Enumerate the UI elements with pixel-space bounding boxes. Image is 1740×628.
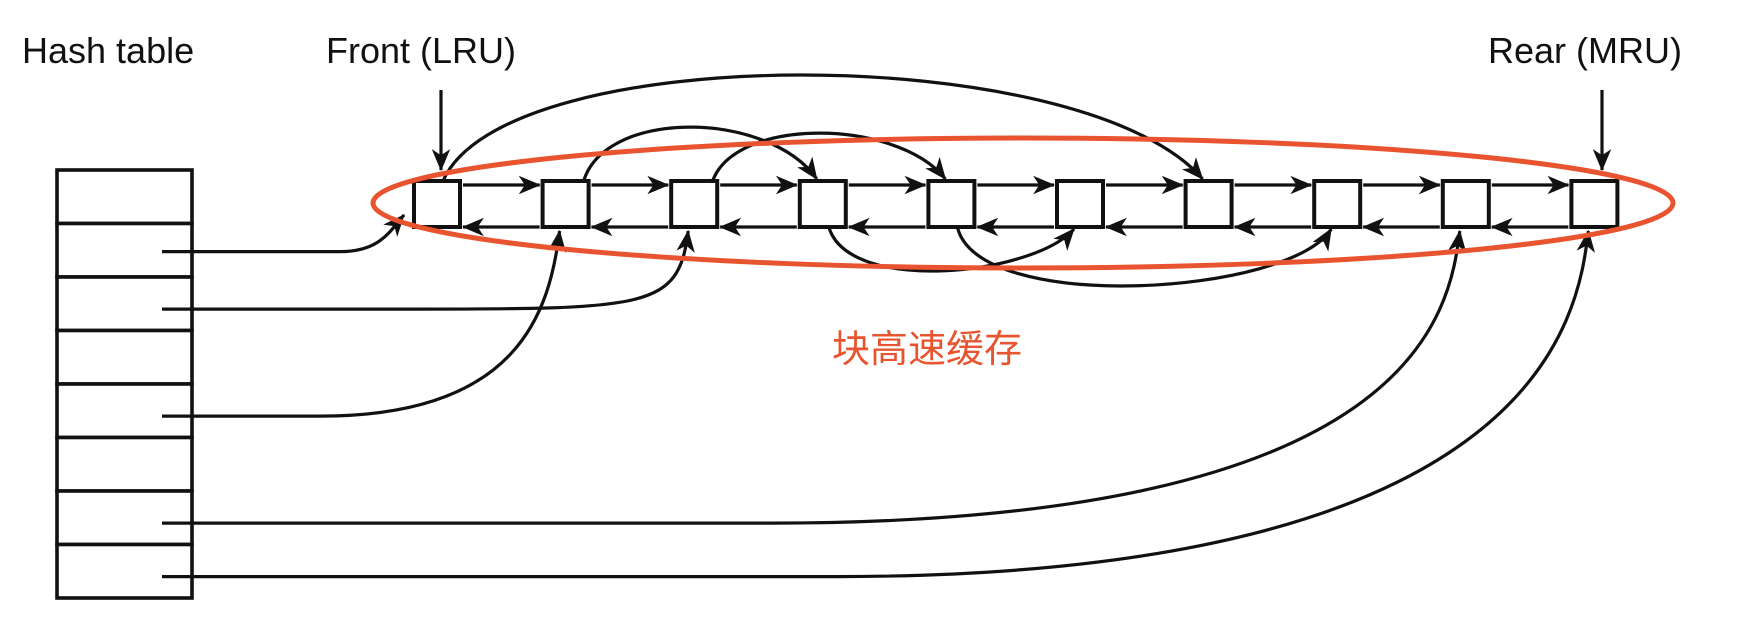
cache-block bbox=[1440, 179, 1491, 229]
hash-slot bbox=[55, 328, 194, 386]
cache-block bbox=[669, 179, 720, 229]
cache-block bbox=[797, 179, 848, 229]
hash-chain-arrow bbox=[441, 73, 1204, 182]
hash-entry-pointer bbox=[162, 229, 1595, 579]
hash-chain-arrow bbox=[580, 125, 819, 192]
hash-entry-pointer bbox=[162, 213, 406, 254]
cache-block bbox=[1055, 179, 1105, 229]
hash-slot bbox=[55, 275, 194, 333]
hash-chain-arrow bbox=[827, 226, 1076, 273]
hash-entry-pointer bbox=[162, 229, 695, 311]
hash-entry-pointer bbox=[162, 229, 1467, 525]
link-layer bbox=[162, 73, 1595, 579]
hash-slot bbox=[55, 542, 194, 600]
hash-entry-pointer bbox=[162, 229, 567, 418]
cache-block bbox=[1569, 179, 1620, 229]
cache-block bbox=[1312, 179, 1363, 229]
hash-slot bbox=[55, 489, 194, 547]
lru-block-list bbox=[412, 179, 1620, 229]
cache-block bbox=[540, 179, 591, 229]
hash-slot bbox=[55, 435, 194, 493]
hash-slot bbox=[55, 168, 194, 226]
hash-chain-arrow bbox=[708, 131, 947, 192]
hash-chain-arrow bbox=[955, 226, 1333, 288]
hash-slot bbox=[55, 382, 194, 440]
cache-block bbox=[412, 179, 462, 229]
hash-table bbox=[55, 168, 194, 600]
rear-mru-label: Rear (MRU) bbox=[1488, 30, 1682, 71]
cache-highlight-oval bbox=[370, 135, 1676, 271]
hash-table-label: Hash table bbox=[22, 30, 194, 71]
cache-caption: 块高速缓存 bbox=[832, 327, 1022, 371]
front-lru-label: Front (LRU) bbox=[326, 30, 516, 71]
cache-block bbox=[926, 179, 977, 229]
cache-block bbox=[1183, 179, 1234, 229]
